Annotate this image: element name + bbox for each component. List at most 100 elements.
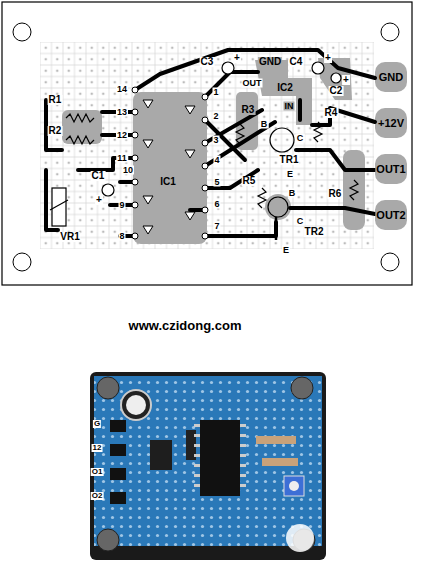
diode-symbol: [185, 106, 195, 114]
wire: [46, 100, 62, 150]
copper-area: [62, 110, 102, 144]
terminal-label: OUT1: [375, 164, 406, 175]
wire: [205, 122, 275, 166]
ic-pin: [202, 140, 208, 146]
photo-label: O2: [91, 492, 104, 500]
ic-leg: [194, 454, 200, 457]
photo: [110, 468, 126, 480]
photo: [90, 372, 326, 560]
photo-label: O1: [91, 468, 104, 476]
ic-leg: [194, 424, 200, 427]
copper-area: [255, 60, 312, 125]
ic-leg: [194, 484, 200, 487]
board-outline: [2, 2, 412, 285]
diode-symbol: [143, 196, 153, 204]
ic-pin: [132, 202, 138, 208]
pin-number: 5: [213, 178, 220, 187]
part-label: C3: [200, 57, 215, 67]
terminal-label: +12V: [377, 118, 405, 129]
wire: [290, 208, 375, 214]
photo-label: 12: [92, 444, 103, 452]
capacitor-symbol: [331, 73, 341, 83]
polarity-mark: +: [233, 53, 241, 63]
pin-number: 14: [116, 85, 128, 94]
resistor-symbol: [66, 136, 94, 144]
ic-leg: [240, 424, 246, 427]
ic-pin: [202, 207, 208, 213]
resistor-symbol: [50, 200, 68, 210]
ic-leg: [194, 444, 200, 447]
ic-pin: [202, 94, 208, 100]
diode-symbol: [185, 212, 195, 220]
board-outline: [13, 253, 31, 271]
resistor-symbol: [66, 114, 94, 122]
capacitor-symbol: [102, 62, 341, 196]
photo: [90, 372, 326, 560]
ic-pin: [132, 109, 138, 115]
board-outline: [40, 42, 374, 249]
pin-number: 7: [213, 222, 220, 231]
resistor-symbol: [350, 180, 358, 200]
ic-leg: [240, 434, 246, 437]
copper-area: [375, 62, 407, 92]
diode-symbol: [143, 100, 153, 108]
pin-number: 13: [116, 108, 128, 117]
photo: [284, 476, 304, 496]
ic-pin: [202, 163, 208, 169]
wire: [46, 50, 375, 236]
pin-label: B: [260, 120, 269, 129]
pin-label: GND: [258, 57, 282, 67]
photo: [200, 420, 240, 496]
ic-leg: [194, 424, 246, 487]
pin-number: 8: [118, 232, 125, 241]
part-label: R3: [241, 105, 256, 115]
pin-label: IN: [284, 102, 295, 111]
pin-number: 6: [213, 200, 220, 209]
photo: [256, 436, 296, 444]
ic-leg: [240, 474, 246, 477]
polarity-mark: +: [342, 75, 350, 85]
board-outline: [381, 253, 399, 271]
resistor-symbol: [258, 188, 266, 208]
photo: [121, 390, 151, 420]
copper-area: [375, 200, 407, 230]
wire: [205, 170, 258, 188]
board-outline: [2, 2, 412, 285]
resistor-symbol: [52, 188, 66, 226]
photo: [94, 376, 322, 546]
ic-pin: [132, 132, 138, 138]
pin-number: 4: [213, 156, 220, 165]
wire: [205, 222, 276, 236]
part-label: R4: [324, 108, 339, 118]
copper-area: [265, 194, 291, 220]
pin-number: 12: [116, 131, 128, 140]
copper-area: [133, 92, 207, 244]
photo: [262, 458, 298, 466]
part-label: C4: [289, 57, 304, 67]
pin-label: OUT: [242, 79, 263, 88]
polarity-mark: +: [324, 53, 332, 63]
ic-leg: [240, 464, 246, 467]
pin-number: 1: [212, 88, 219, 97]
part-label: TR2: [304, 227, 325, 237]
pin-number: 3: [212, 136, 219, 145]
wire: [296, 150, 375, 170]
ic-leg: [240, 454, 246, 457]
pin-label: B: [288, 189, 297, 198]
pin-number: 10: [122, 166, 134, 175]
photo: [289, 481, 299, 491]
capacitor-symbol: [222, 62, 234, 74]
diode-symbol: [143, 100, 195, 234]
part-label: TR1: [279, 155, 300, 165]
photo: [110, 420, 126, 432]
diode-symbol: [143, 226, 153, 234]
ic-pin: [202, 185, 208, 191]
wire: [312, 108, 375, 125]
resistor-symbol: [50, 114, 358, 226]
part-label: C1: [91, 171, 106, 181]
transistor-symbol: [268, 197, 288, 217]
photo: [126, 395, 146, 415]
ic-pin: [132, 233, 138, 239]
capacitor-symbol: [102, 184, 114, 196]
